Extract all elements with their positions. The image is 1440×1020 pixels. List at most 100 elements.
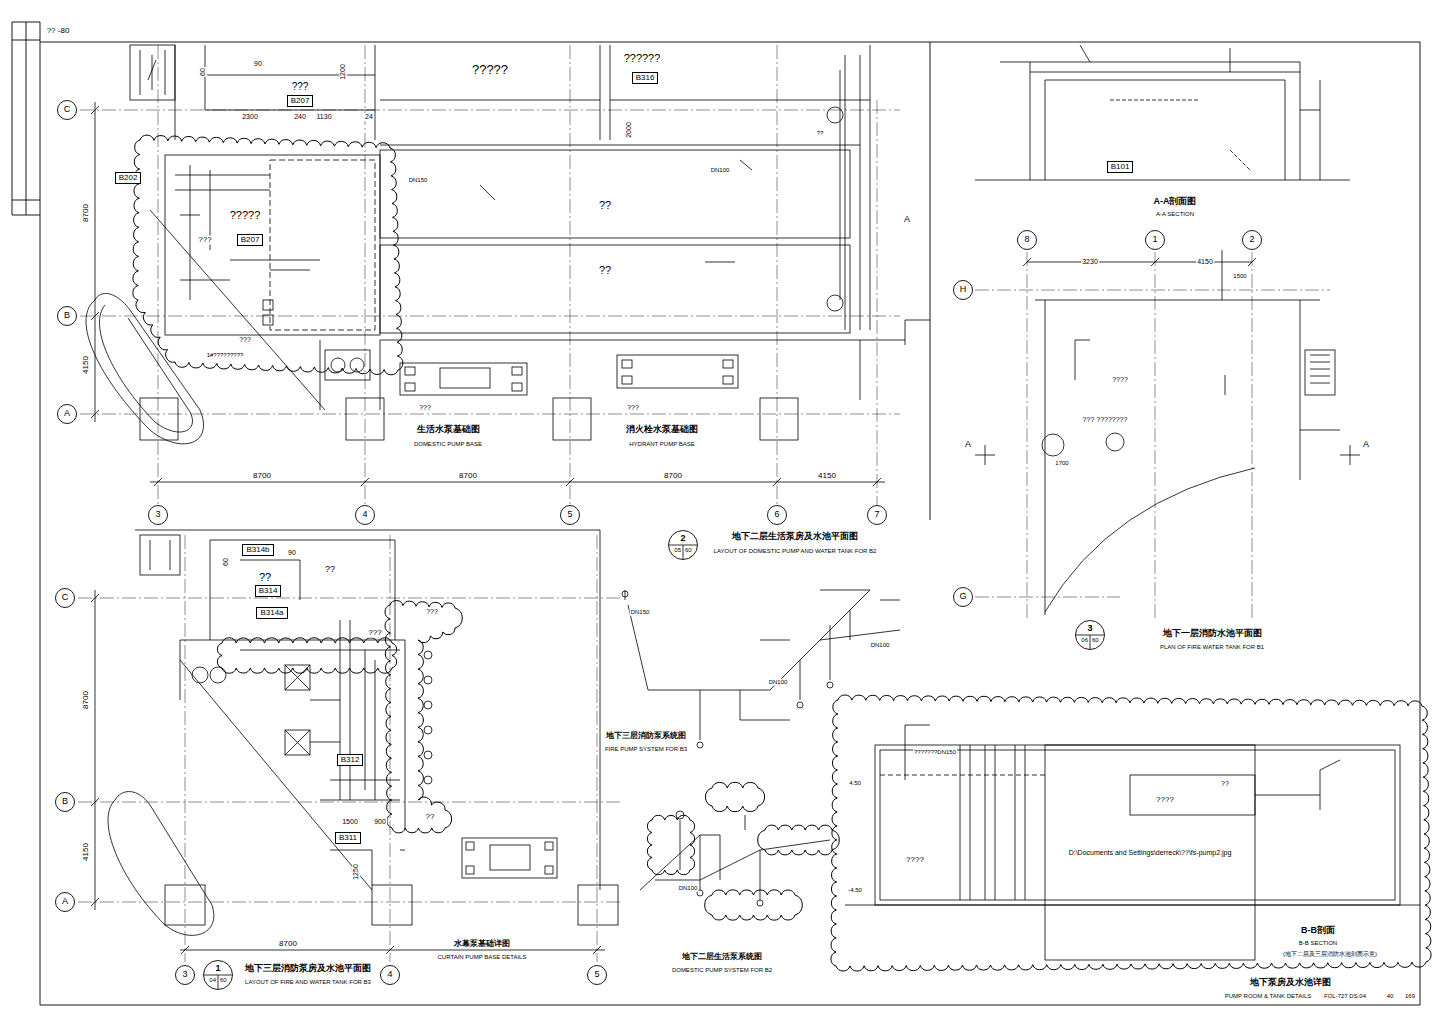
grid-bubble: A (55, 892, 75, 912)
detail-callout: 10460 (203, 960, 233, 990)
revision-cloud (133, 135, 1431, 971)
dimension-text: 90 (253, 60, 263, 68)
bubble-outline (1018, 231, 1037, 250)
grid-label: B (62, 797, 68, 807)
plan-walls (320, 340, 380, 410)
plan-walls (545, 842, 553, 850)
bubble-outline (58, 307, 77, 326)
grid-label: G (959, 592, 966, 602)
pipe-isometric (625, 590, 900, 740)
dimension-text: 8700 (458, 472, 478, 481)
plan-walls (405, 383, 415, 391)
plan-walls (827, 295, 843, 311)
drawing-label: ??? (197, 236, 212, 245)
dimension-text: 24 (364, 113, 374, 121)
dimension-text: 60 (222, 557, 230, 567)
dimension-text: 900 (373, 818, 387, 826)
plan-walls (325, 350, 370, 380)
drawing-label: DOMESTIC PUMP BASE (413, 441, 483, 448)
grid-bubble: 7 (867, 505, 887, 525)
plan-walls (91, 102, 99, 422)
room-tag: B207 (237, 234, 264, 247)
grid-bubble: H (953, 280, 973, 300)
plan-walls (165, 885, 205, 925)
plan-walls (380, 320, 930, 400)
plan-walls (723, 360, 733, 368)
grid-label: 2 (1249, 235, 1254, 245)
callout-outline (669, 531, 698, 560)
plan-walls (424, 651, 432, 659)
plan-walls (346, 398, 384, 440)
drawing-label: DOMESTIC PUMP SYSTEM FOR B2 (671, 967, 773, 974)
grid-label: C (64, 105, 71, 115)
drawing-label: 地下三层消防泵系统图 (605, 732, 687, 741)
grid-line (975, 252, 1330, 620)
drawing-label: DN100 (678, 885, 699, 892)
grid-label: 8 (1024, 235, 1029, 245)
drawing-label: B-B SECTION (1298, 940, 1338, 947)
plan-walls (180, 946, 605, 954)
plan-walls (440, 368, 490, 388)
sheet-frame (930, 42, 931, 520)
tag-text: B312 (341, 756, 360, 765)
pipe-isometric (640, 815, 830, 900)
sheet-reference: 06 (1081, 637, 1088, 644)
drawing-label: ?? (598, 264, 612, 276)
plan-walls (135, 530, 600, 890)
bubble-outline (176, 966, 195, 985)
section-b-b (1255, 760, 1340, 810)
dimension-text: 1700 (1054, 460, 1069, 467)
callout-divider (669, 545, 697, 559)
dimension-text: 4.50 (848, 780, 862, 787)
drawing-label: PUMP ROOM & TANK DETAILS (1224, 993, 1313, 1000)
drawing-label: FIRE PUMP SYSTEM FOR B3 (604, 746, 688, 753)
grid-label: A (64, 409, 70, 419)
bubble-outline (954, 588, 973, 607)
drawing-label: CURTAIN PUMP BASE DETAILS (437, 954, 528, 961)
callout-outline (1076, 621, 1105, 650)
drawing-label: FOL-727 DS.04 (1323, 993, 1367, 1000)
bubble-outline (1243, 231, 1262, 250)
revision-cloud (647, 815, 694, 874)
revision-cloud (385, 601, 462, 833)
grid-label: 7 (874, 510, 879, 520)
drawing-label: DN100 (710, 167, 731, 174)
tag-text: B101 (1111, 163, 1130, 172)
callout-divider (1076, 635, 1104, 649)
plan-walls (285, 730, 310, 755)
dimension-text: 3230 (1081, 258, 1099, 266)
plan-walls (424, 776, 432, 784)
plan-walls (210, 667, 226, 683)
dimension-text: 2000 (625, 121, 633, 139)
callout-divider (204, 975, 232, 989)
drawing-label: LAYOUT OF DOMESTIC PUMP AND WATER TANK F… (713, 548, 878, 555)
plan-walls (99, 305, 192, 432)
sheet-frame (12, 22, 40, 215)
section-b-b (875, 745, 1400, 905)
bubble-outline (149, 506, 168, 525)
drawing-label: ???? (1155, 796, 1175, 805)
drawing-label: ????? (471, 63, 509, 77)
drawing-label: 消火栓水泵基础图 (625, 425, 699, 435)
grid-bubble: 8 (1017, 230, 1037, 250)
drawing-label: ?? (425, 813, 436, 822)
plan-walls (91, 530, 618, 954)
plan-walls (578, 885, 618, 925)
sheet-reference: 60 (685, 547, 692, 554)
plan-walls (330, 850, 405, 885)
fire-tank-plan (975, 340, 1360, 465)
section-a-a (975, 45, 1350, 180)
plan-walls (466, 842, 474, 850)
bubble-outline (381, 966, 400, 985)
drawing-label: ?????? (623, 52, 662, 64)
room-tag: B101 (1107, 161, 1134, 174)
plan-walls (192, 667, 208, 683)
plan-walls (150, 540, 170, 570)
drawing-label: ??? (626, 404, 640, 412)
grid-bubble: 5 (587, 965, 607, 985)
plan-walls (545, 866, 553, 874)
grid-bubble: 6 (767, 505, 787, 525)
bubble-outline (56, 893, 75, 912)
plan-walls (827, 107, 843, 123)
tag-text: B314a (260, 609, 283, 618)
